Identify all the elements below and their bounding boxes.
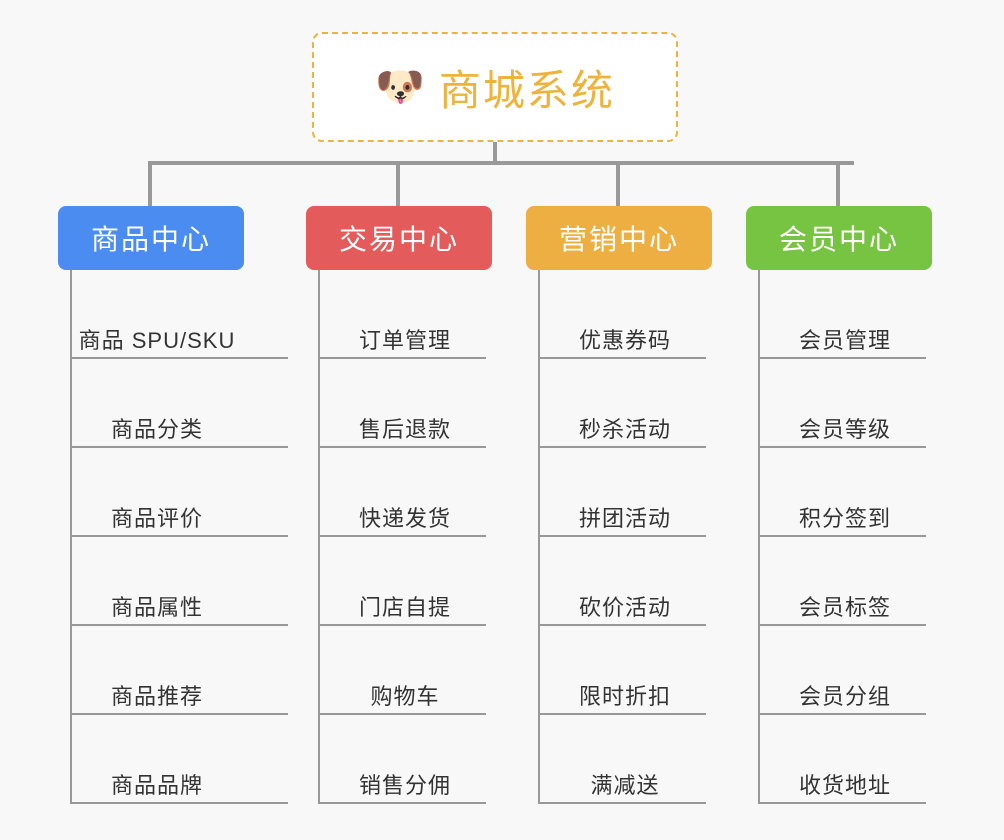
shiba-dog-face-icon: 🐶 [375,65,425,109]
leaf-item[interactable]: 秒杀活动 [526,359,712,448]
leaf-item-underline [70,446,288,448]
leaf-item-label: 拼团活动 [578,505,671,531]
leaf-item-underline [318,357,486,359]
leaf-item-label: 订单管理 [358,327,451,353]
leaf-item-underline [70,535,288,537]
root-title: 商城系统 [438,66,615,114]
leaf-item-underline [318,624,486,626]
leaf-item-underline [758,802,926,804]
leaf-item[interactable]: 商品品牌 [58,715,288,804]
leaf-item[interactable]: 购物车 [306,626,492,715]
leaf-item-label: 快递发货 [358,505,451,531]
leaf-item-underline [70,713,288,715]
leaf-item[interactable]: 订单管理 [306,270,492,359]
leaf-item[interactable]: 售后退款 [306,359,492,448]
leaf-item[interactable]: 会员管理 [746,270,932,359]
leaf-item-underline [318,802,486,804]
leaf-item[interactable]: 收货地址 [746,715,932,804]
branch-header-3[interactable]: 营销中心 [526,206,712,270]
leaf-item[interactable]: 限时折扣 [526,626,712,715]
leaf-item-underline [538,713,706,715]
branch-column-3: 营销中心优惠券码秒杀活动拼团活动砍价活动限时折扣满减送 [526,206,712,804]
leaf-item-underline [318,713,486,715]
connector-drop-3 [616,161,620,206]
connector-root-stem [493,142,497,164]
leaf-item-underline [758,624,926,626]
leaf-item[interactable]: 商品 SPU/SKU [58,270,288,359]
leaf-item[interactable]: 会员标签 [746,537,932,626]
leaf-item-underline [318,446,486,448]
branch-items-2: 订单管理售后退款快递发货门店自提购物车销售分佣 [306,270,492,804]
leaf-item[interactable]: 门店自提 [306,537,492,626]
leaf-item-underline [318,535,486,537]
leaf-item-underline [758,535,926,537]
leaf-item[interactable]: 满减送 [526,715,712,804]
leaf-item[interactable]: 优惠券码 [526,270,712,359]
leaf-item-underline [538,624,706,626]
leaf-item[interactable]: 商品属性 [58,537,288,626]
leaf-item-label: 门店自提 [358,594,451,620]
leaf-item-underline [758,446,926,448]
branch-items-4: 会员管理会员等级积分签到会员标签会员分组收货地址 [746,270,932,804]
connector-drop-2 [396,161,400,206]
leaf-item-label: 会员标签 [798,594,891,620]
leaf-item[interactable]: 快递发货 [306,448,492,537]
leaf-item-underline [70,802,288,804]
leaf-item-label: 会员等级 [798,416,891,442]
leaf-item[interactable]: 商品推荐 [58,626,288,715]
leaf-item-label: 限时折扣 [578,683,671,709]
branch-column-1: 商品中心商品 SPU/SKU 商品分类商品评价商品属性商品推荐商品品牌 [58,206,288,804]
leaf-item[interactable]: 销售分佣 [306,715,492,804]
leaf-item-underline [538,357,706,359]
branch-trunk-2 [318,270,320,804]
leaf-item-label: 商品品牌 [110,772,203,798]
leaf-item-underline [70,624,288,626]
root-node[interactable]: 🐶 商城系统 [312,32,678,142]
branch-header-4[interactable]: 会员中心 [746,206,932,270]
leaf-item[interactable]: 会员等级 [746,359,932,448]
leaf-item[interactable]: 会员分组 [746,626,932,715]
branch-items-3: 优惠券码秒杀活动拼团活动砍价活动限时折扣满减送 [526,270,712,804]
branch-trunk-4 [758,270,760,804]
leaf-item[interactable]: 商品评价 [58,448,288,537]
leaf-item[interactable]: 砍价活动 [526,537,712,626]
leaf-item[interactable]: 积分签到 [746,448,932,537]
leaf-item-label: 商品推荐 [110,683,203,709]
branch-header-2[interactable]: 交易中心 [306,206,492,270]
leaf-item-label: 商品分类 [110,416,203,442]
branch-header-1[interactable]: 商品中心 [58,206,244,270]
leaf-item-underline [538,446,706,448]
branch-column-4: 会员中心会员管理会员等级积分签到会员标签会员分组收货地址 [746,206,932,804]
leaf-item-label: 砍价活动 [578,594,671,620]
connector-drop-4 [836,161,840,206]
leaf-item-label: 优惠券码 [578,327,671,353]
leaf-item-label: 会员管理 [798,327,891,353]
leaf-item-label: 销售分佣 [358,772,451,798]
leaf-item-label: 售后退款 [358,416,451,442]
leaf-item-label: 秒杀活动 [578,416,671,442]
leaf-item-label: 商品属性 [110,594,203,620]
leaf-item-label: 商品 SPU/SKU [78,327,236,353]
leaf-item-underline [758,357,926,359]
leaf-item-underline [538,802,706,804]
leaf-item-underline [538,535,706,537]
leaf-item[interactable]: 拼团活动 [526,448,712,537]
leaf-item-label: 会员分组 [798,683,891,709]
connector-drop-1 [148,161,152,206]
leaf-item-label: 购物车 [370,683,440,709]
branch-items-1: 商品 SPU/SKU 商品分类商品评价商品属性商品推荐商品品牌 [58,270,288,804]
branch-column-2: 交易中心订单管理售后退款快递发货门店自提购物车销售分佣 [306,206,492,804]
leaf-item[interactable]: 商品分类 [58,359,288,448]
branch-trunk-3 [538,270,540,804]
leaf-item-label: 积分签到 [798,505,891,531]
leaf-item-label: 商品评价 [110,505,203,531]
leaf-item-label: 收货地址 [798,772,891,798]
leaf-item-label: 满减送 [590,772,660,798]
connector-horizontal-bus [150,161,854,165]
leaf-item-underline [758,713,926,715]
leaf-item-underline [70,357,288,359]
branch-trunk-1 [70,270,72,804]
